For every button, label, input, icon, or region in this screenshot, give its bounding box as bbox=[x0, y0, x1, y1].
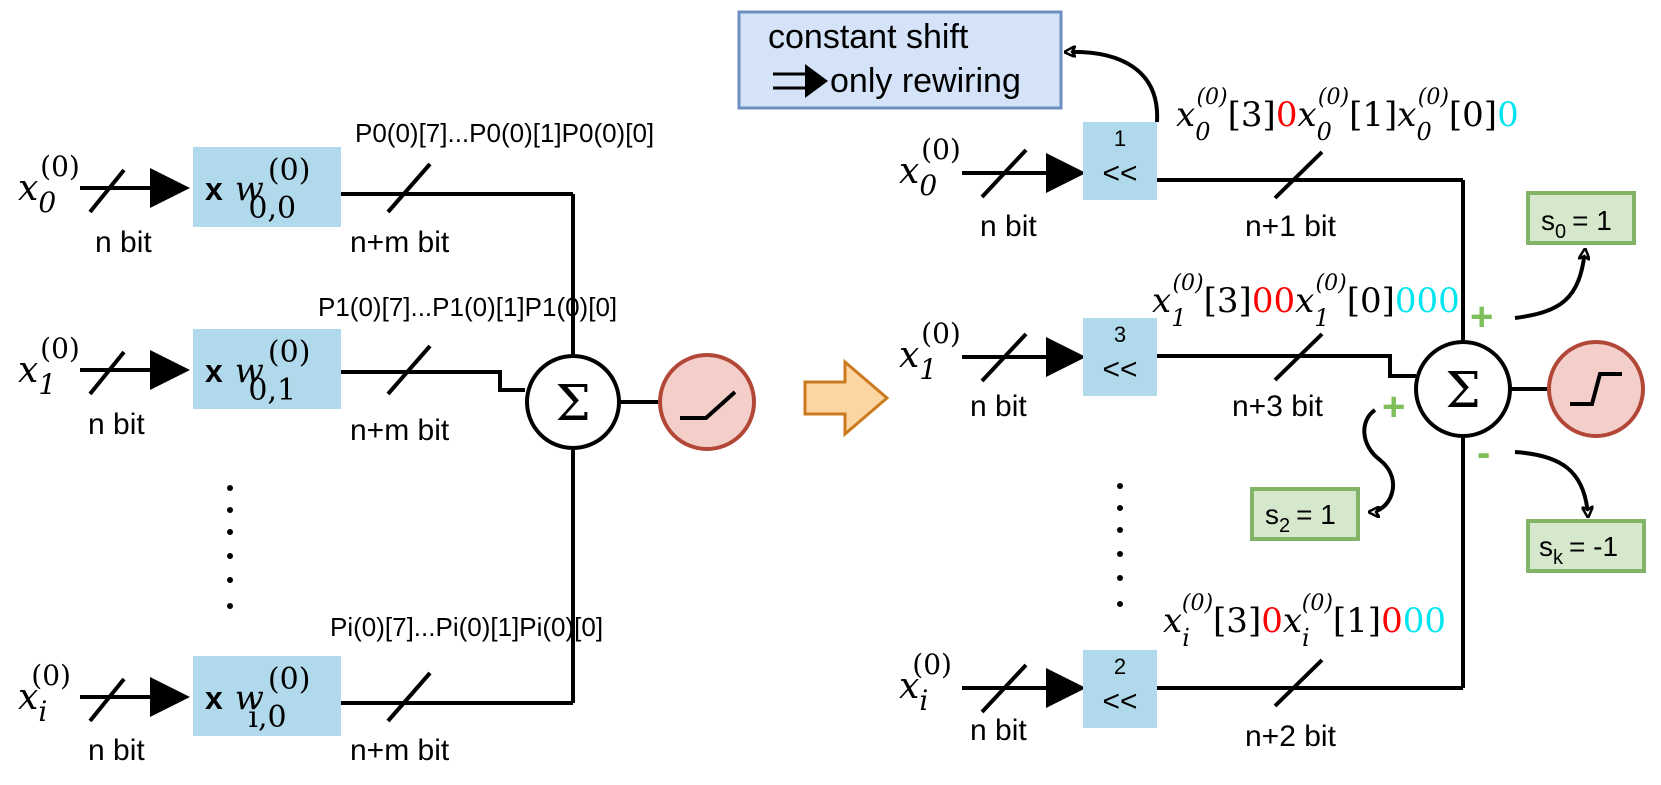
bus-tick bbox=[88, 677, 126, 723]
bus-tick bbox=[386, 344, 432, 396]
right-row-1: x1(0) n bit 3 << x1(0)[3]00x1(0)[0]000 n… bbox=[899, 271, 1460, 423]
bus-tick bbox=[88, 350, 126, 396]
shift-amount: 1 bbox=[1114, 126, 1126, 151]
input-var: xi(0) bbox=[899, 648, 952, 717]
sign-box-label: s0= 1 bbox=[1541, 205, 1612, 243]
bus-tick bbox=[980, 332, 1028, 383]
sign-plus-left: + bbox=[1382, 385, 1405, 429]
sign-arrow-s2 bbox=[1362, 408, 1396, 512]
bus-tick bbox=[88, 168, 126, 214]
multiplier-block bbox=[193, 147, 341, 227]
transform-arrow-icon bbox=[803, 358, 890, 438]
right-network: constant shift only rewiring x0(0) n bit… bbox=[737, 10, 1646, 753]
input-arrowhead bbox=[1046, 337, 1086, 377]
sign-box-label: s2= 1 bbox=[1265, 499, 1336, 537]
summation-symbol: Σ bbox=[1445, 361, 1480, 419]
shifted-wire bbox=[1157, 354, 1416, 378]
shift-amount: 3 bbox=[1114, 322, 1126, 347]
input-width-label: n bit bbox=[970, 390, 1027, 423]
sign-box-s0: s0= 1 bbox=[1526, 191, 1636, 245]
sign-arrow-s0 bbox=[1514, 250, 1585, 320]
input-arrowhead bbox=[150, 168, 190, 208]
input-width-label: n bit bbox=[88, 408, 145, 441]
product-wire bbox=[341, 370, 525, 392]
relu-icon bbox=[680, 390, 737, 420]
sign-arrow-sk bbox=[1514, 450, 1588, 516]
input-var: x0(0) bbox=[18, 150, 80, 219]
product-width-label: n+m bit bbox=[350, 226, 450, 259]
shift-operator: << bbox=[1102, 685, 1137, 718]
input-var: xi(0) bbox=[18, 659, 71, 728]
sign-plus-top: + bbox=[1470, 295, 1493, 339]
right-row-i: xi(0) n bit 2 << xi(0)[3]0xi(0)[1]000 n+… bbox=[899, 591, 1463, 753]
input-arrowhead bbox=[1046, 668, 1086, 708]
sign-box-s2: s2= 1 bbox=[1250, 487, 1360, 541]
bus-tick bbox=[1273, 332, 1324, 382]
bus-tick bbox=[980, 663, 1028, 714]
bus-tick bbox=[386, 162, 432, 214]
left-ellipsis bbox=[227, 485, 233, 609]
sign-box-sk: sk= -1 bbox=[1526, 519, 1646, 573]
input-width-label: n bit bbox=[88, 734, 145, 767]
input-arrowhead bbox=[150, 677, 190, 717]
shifted-width-label: n+2 bit bbox=[1245, 720, 1337, 753]
input-width-label: n bit bbox=[980, 210, 1037, 243]
sign-box-label: sk= -1 bbox=[1539, 531, 1618, 569]
bus-tick bbox=[1273, 150, 1324, 200]
shifted-bits-label: x1(0)[3]00x1(0)[0]000 bbox=[1152, 271, 1460, 332]
bus-tick bbox=[1273, 658, 1324, 708]
input-width-label: n bit bbox=[970, 714, 1027, 747]
sign-minus-bottom: - bbox=[1477, 431, 1490, 475]
right-ellipsis bbox=[1117, 483, 1123, 607]
shift-amount: 2 bbox=[1114, 654, 1126, 679]
implies-icon bbox=[773, 64, 828, 98]
input-var: x0(0) bbox=[899, 133, 961, 202]
summation-symbol: Σ bbox=[555, 374, 590, 432]
relu-activation-node bbox=[658, 353, 756, 451]
shift-block bbox=[1083, 122, 1157, 200]
input-width-label: n bit bbox=[95, 226, 152, 259]
shift-operator: << bbox=[1102, 157, 1137, 190]
note-line-1: constant shift bbox=[768, 18, 969, 56]
product-bits-label: Pi(0)[7]...Pi(0)[1]Pi(0)[0] bbox=[330, 612, 603, 642]
product-bits-label: P0(0)[7]...P0(0)[1]P0(0)[0] bbox=[355, 118, 654, 148]
input-arrowhead bbox=[1046, 153, 1086, 193]
right-row-0: x0(0) n bit 1 << x0(0)[3]0x0(0)[1]x0(0)[… bbox=[899, 85, 1519, 243]
shifted-bits-label: xi(0)[3]0xi(0)[1]000 bbox=[1163, 591, 1446, 652]
shifted-bits-label: x0(0)[3]0x0(0)[1]x0(0)[0]0 bbox=[1176, 85, 1519, 146]
shifted-width-label: n+1 bit bbox=[1245, 210, 1337, 243]
input-var: x1(0) bbox=[899, 317, 961, 386]
shift-block bbox=[1083, 650, 1157, 728]
bus-tick bbox=[980, 148, 1028, 199]
shift-block bbox=[1083, 318, 1157, 396]
multiplier-block bbox=[193, 329, 341, 409]
shift-operator: << bbox=[1102, 353, 1137, 386]
product-width-label: n+m bit bbox=[350, 734, 450, 767]
constant-shift-note bbox=[737, 10, 1063, 110]
input-var: x1(0) bbox=[18, 332, 80, 401]
input-arrowhead bbox=[150, 350, 190, 390]
shifted-width-label: n+3 bit bbox=[1232, 390, 1324, 423]
product-width-label: n+m bit bbox=[350, 414, 450, 447]
bus-tick bbox=[386, 671, 432, 723]
note-pointer-arrow bbox=[1066, 52, 1160, 123]
product-bits-label: P1(0)[7]...P1(0)[1]P1(0)[0] bbox=[318, 292, 617, 322]
multiplier-block bbox=[193, 656, 341, 736]
note-line-2: only rewiring bbox=[830, 62, 1021, 100]
step-icon bbox=[1570, 372, 1622, 406]
